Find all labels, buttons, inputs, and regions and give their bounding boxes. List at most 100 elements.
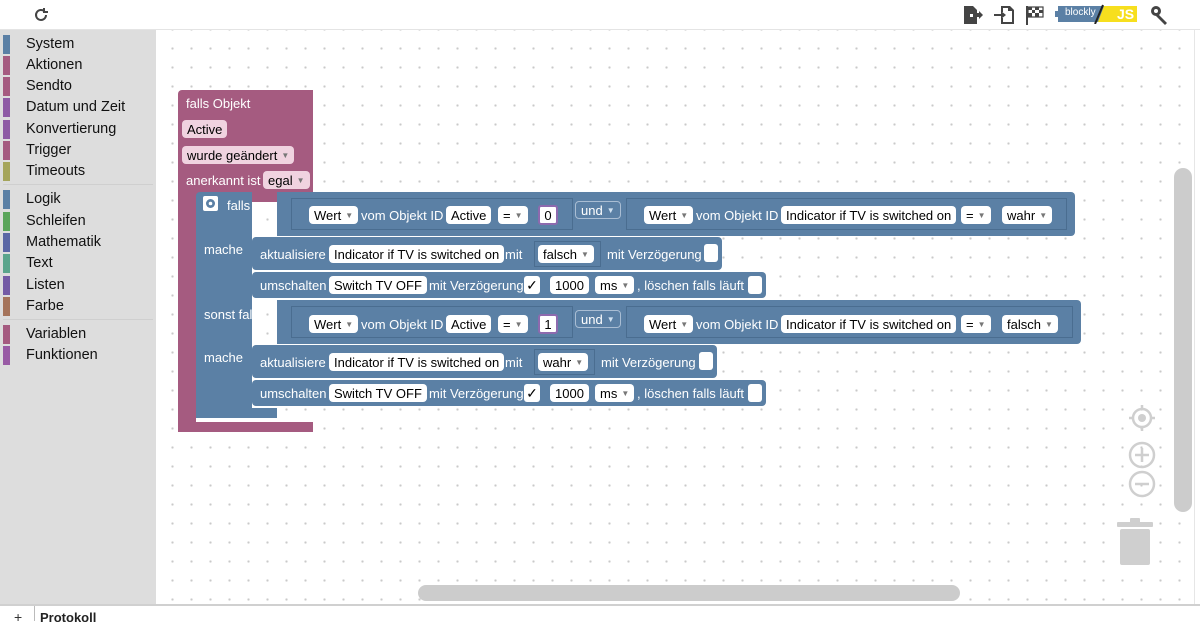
bottom-panel: + Protokoll	[0, 604, 1200, 625]
do1-toggle-clear-checkbox[interactable]	[748, 276, 762, 294]
if-label-mache-2: mache	[204, 350, 244, 365]
category-swatch	[3, 275, 10, 295]
do1-toggle-delay-checkbox[interactable]: ✓	[524, 276, 540, 294]
category-trigger[interactable]: Trigger	[3, 140, 153, 160]
category-timeouts[interactable]: Timeouts	[3, 161, 153, 181]
cond2-right-operator-text: =	[966, 316, 974, 332]
trigger-object-field[interactable]: Active	[182, 120, 228, 138]
check-icon: ✓	[526, 384, 538, 401]
add-icon[interactable]: +	[14, 609, 23, 625]
do1-toggle-unit-dropdown[interactable]: ms▼	[595, 276, 635, 294]
category-konvertierung[interactable]: Konvertierung	[3, 119, 153, 139]
checkered-flag-icon[interactable]	[1023, 4, 1045, 26]
cond2-left-object-text: Active	[451, 316, 487, 332]
cond1-left-wert-dropdown[interactable]: Wert▼	[309, 206, 359, 224]
do1-toggle-ms-input[interactable]: 1000	[550, 276, 589, 294]
trigger-event-dropdown[interactable]: wurde geändert▼	[182, 146, 295, 164]
export-icon[interactable]	[961, 4, 983, 26]
category-swatch	[3, 34, 10, 54]
do2-toggle-delay-checkbox[interactable]: ✓	[524, 384, 540, 402]
chevron-down-icon: ▼	[345, 210, 354, 220]
trash-icon[interactable]	[1117, 518, 1153, 566]
cond2-left-operator-dropdown[interactable]: =▼	[498, 315, 528, 333]
category-system[interactable]: System	[3, 34, 153, 54]
cond2-right-value-dropdown[interactable]: falsch▼	[1002, 315, 1058, 333]
do2-toggle-clear-checkbox[interactable]	[748, 384, 762, 402]
chevron-down-icon: ▼	[621, 388, 630, 398]
cond1-right-value-dropdown[interactable]: wahr▼	[1002, 206, 1053, 224]
wrench-icon[interactable]	[1149, 4, 1171, 26]
category-swatch	[3, 140, 10, 160]
cond1-left-object-id[interactable]: Active	[446, 206, 492, 224]
cond1-left-operator-dropdown[interactable]: =▼	[498, 206, 528, 224]
cond1-right-object-text: Indicator if TV is switched on	[786, 207, 952, 223]
category-label: Konvertierung	[26, 121, 117, 137]
category-label: Datum und Zeit	[26, 99, 126, 115]
category-swatch	[3, 232, 10, 252]
cond1-und-dropdown[interactable]: und▼	[575, 201, 621, 219]
category-sendto[interactable]: Sendto	[3, 76, 153, 96]
do2-toggle-unit-dropdown[interactable]: ms▼	[595, 384, 635, 402]
cond2-left-object-id[interactable]: Active	[446, 315, 492, 333]
trigger-object-text: Active	[187, 121, 223, 137]
category-variablen[interactable]: Variablen	[3, 324, 153, 344]
do1-update-delay-checkbox[interactable]	[704, 244, 718, 262]
cond2-und-dropdown[interactable]: und▼	[575, 310, 621, 328]
chevron-down-icon: ▼	[1044, 319, 1053, 329]
do1-update-object-id[interactable]: Indicator if TV is switched on	[329, 245, 505, 263]
if-block-footer	[196, 408, 277, 418]
tab-protokoll[interactable]: Protokoll	[40, 610, 97, 625]
cond1-right-object-id[interactable]: Indicator if TV is switched on	[781, 206, 957, 224]
category-funktionen[interactable]: Funktionen	[3, 345, 153, 365]
zoom-out-icon[interactable]	[1127, 469, 1157, 499]
do2-update-value-dropdown[interactable]: wahr▼	[538, 353, 589, 371]
category-swatch	[3, 345, 10, 365]
do2-toggle-object-id[interactable]: Switch TV OFF	[329, 384, 427, 402]
do1-update-value-dropdown[interactable]: falsch▼	[538, 245, 594, 263]
cond1-right-wert-text: Wert	[649, 207, 677, 223]
do1-update-value-text: falsch	[543, 246, 577, 262]
do1-toggle-object-id[interactable]: Switch TV OFF	[329, 276, 427, 294]
cond1-right-wert-dropdown[interactable]: Wert▼	[644, 206, 694, 224]
refresh-icon[interactable]	[30, 4, 52, 26]
category-logik[interactable]: Logik	[3, 189, 153, 209]
blockly-js-logo[interactable]: blockly JS	[1055, 4, 1141, 24]
cond2-right-object-text: Indicator if TV is switched on	[786, 316, 952, 332]
gear-icon[interactable]	[203, 196, 218, 211]
category-label: Funktionen	[26, 347, 98, 363]
blockly-workspace[interactable]: falls Objekt Active wurde geändert▼ aner…	[157, 30, 1194, 604]
do1-toggle-clear-label: , löschen falls läuft	[637, 278, 744, 293]
if-block[interactable]	[196, 192, 252, 418]
vertical-scrollbar[interactable]	[1174, 168, 1192, 512]
import-icon[interactable]	[993, 4, 1015, 26]
cond2-left-wert-dropdown[interactable]: Wert▼	[309, 315, 359, 333]
cond2-right-wert-dropdown[interactable]: Wert▼	[644, 315, 694, 333]
cond1-right-value-text: wahr	[1007, 207, 1036, 223]
do2-update-delay-checkbox[interactable]	[699, 352, 713, 370]
category-datum-und-zeit[interactable]: Datum und Zeit	[3, 97, 153, 117]
trigger-block-spine	[178, 200, 196, 432]
do2-update-object-id[interactable]: Indicator if TV is switched on	[329, 353, 505, 371]
category-schleifen[interactable]: Schleifen	[3, 211, 153, 231]
cond1-left-number-field[interactable]: 0	[538, 205, 558, 225]
category-label: Mathematik	[26, 234, 101, 250]
do1-update-label: aktualisiere	[260, 247, 326, 262]
category-listen[interactable]: Listen	[3, 275, 153, 295]
category-separator	[3, 184, 153, 185]
cond2-left-number-field[interactable]: 1	[538, 314, 558, 334]
chevron-down-icon: ▼	[580, 249, 589, 259]
cond2-right-object-id[interactable]: Indicator if TV is switched on	[781, 315, 957, 333]
category-farbe[interactable]: Farbe	[3, 296, 153, 316]
do2-toggle-ms-input[interactable]: 1000	[550, 384, 589, 402]
category-aktionen[interactable]: Aktionen	[3, 55, 153, 75]
zoom-in-icon[interactable]	[1127, 440, 1157, 470]
horizontal-scrollbar[interactable]	[418, 585, 960, 601]
category-text[interactable]: Text	[3, 253, 153, 273]
cond1-right-operator-dropdown[interactable]: =▼	[961, 206, 991, 224]
trigger-ack-dropdown[interactable]: egal▼	[263, 171, 310, 189]
target-icon[interactable]	[1128, 404, 1156, 432]
logo-js: JS	[1117, 6, 1135, 22]
cond2-right-operator-dropdown[interactable]: =▼	[961, 315, 991, 333]
category-mathematik[interactable]: Mathematik	[3, 232, 153, 252]
category-label: Timeouts	[26, 163, 86, 179]
